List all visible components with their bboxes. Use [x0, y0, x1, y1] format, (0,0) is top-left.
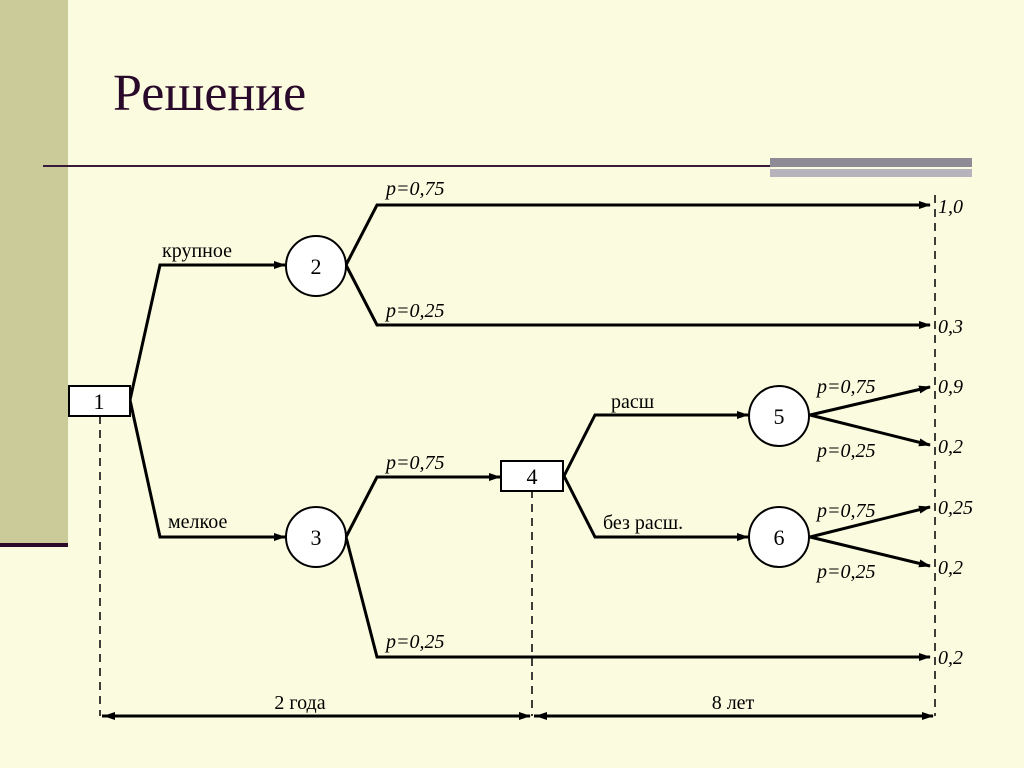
- node-6-label: 6: [774, 525, 785, 550]
- sidebar-decoration: [0, 0, 68, 543]
- page-title: Решение: [113, 65, 307, 122]
- prob-node3-low: p=0,25: [384, 631, 445, 653]
- node-2-label: 2: [311, 254, 322, 279]
- time-markers: [99, 195, 936, 716]
- prob-node5-low: p=0,25: [815, 440, 876, 462]
- prob-node2-high: p=0,75: [384, 178, 445, 200]
- outcome-5: 0,25: [938, 497, 973, 519]
- node-4-label: 4: [527, 464, 538, 489]
- outcome-2: 0,3: [938, 316, 963, 338]
- outcome-7: 0,2: [938, 647, 963, 669]
- timeline-period-2: 8 лет: [712, 692, 755, 714]
- prob-node6-low: p=0,25: [815, 561, 876, 583]
- chance-node-2: 2: [285, 235, 347, 297]
- chance-node-3: 3: [285, 506, 347, 568]
- prob-node5-high: p=0,75: [815, 376, 876, 398]
- decision-node-4: 4: [500, 460, 564, 492]
- prob-node2-low: p=0,25: [384, 300, 445, 322]
- title-divider: [43, 165, 770, 167]
- branch-label-large: крупное: [162, 240, 232, 262]
- title-divider-accent: [770, 158, 972, 179]
- branch-label-small: мелкое: [168, 511, 227, 533]
- node-5-label: 5: [774, 404, 785, 429]
- prob-node3-high: p=0,75: [384, 452, 445, 474]
- chance-node-5: 5: [748, 385, 810, 447]
- node-3-label: 3: [311, 525, 322, 550]
- timeline-period-1: 2 года: [274, 692, 325, 714]
- branch-label-expand: расш: [611, 391, 655, 413]
- prob-node6-high: p=0,75: [815, 500, 876, 522]
- branch-label-no-expand: без расш.: [603, 512, 683, 534]
- decision-node-1: 1: [68, 385, 131, 417]
- chance-node-6: 6: [748, 506, 810, 568]
- outcome-1: 1,0: [938, 196, 963, 218]
- outcome-6: 0,2: [938, 557, 963, 579]
- tree-edges: [128, 201, 931, 661]
- outcome-3: 0,9: [938, 376, 963, 398]
- node-1-label: 1: [94, 389, 105, 414]
- outcome-4: 0,2: [938, 436, 963, 458]
- sidebar-bottom-bar: [0, 543, 68, 547]
